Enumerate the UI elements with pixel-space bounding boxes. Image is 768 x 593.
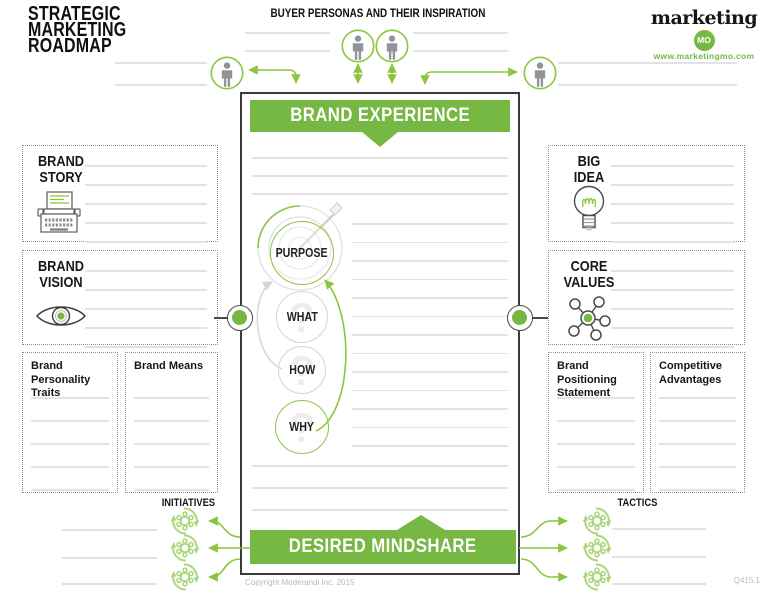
- left-connector-node: [227, 305, 253, 331]
- writing-line: [558, 62, 737, 64]
- writing-lines: [23, 146, 217, 243]
- buyer-persona-icon: [523, 56, 557, 90]
- writing-lines: [242, 94, 518, 573]
- writing-lines: [549, 353, 643, 492]
- page-title-line: MARKETING: [28, 19, 127, 41]
- competitive-advantages-box: Competitive Advantages: [650, 352, 745, 493]
- gear-icon: [581, 563, 613, 591]
- writing-line: [558, 84, 737, 86]
- writing-line: [245, 32, 330, 34]
- brand-means-header: Brand Means: [134, 360, 204, 372]
- big-idea-title: BIG IDEA: [573, 153, 605, 186]
- eye-icon: [35, 306, 87, 326]
- brand-personality-traits-box: Brand Personality Traits: [22, 352, 118, 493]
- how-circle: ? HOW: [278, 346, 326, 394]
- buyer-persona-icon: [341, 29, 375, 63]
- connector-line: [214, 317, 229, 319]
- page-title-line: STRATEGIC: [28, 3, 121, 25]
- brand-vision-box: BRAND VISION: [22, 250, 218, 348]
- doc-code: Q415.1: [733, 576, 760, 585]
- tactics-label: TACTICS: [617, 497, 657, 509]
- writing-line: [115, 62, 207, 64]
- writing-lines: [23, 353, 117, 492]
- writing-lines: [23, 251, 217, 348]
- banner-tail-down: [362, 132, 398, 147]
- writing-line: [413, 32, 508, 34]
- brand-positioning-statement-box: Brand Positioning Statement: [548, 352, 644, 493]
- brand-vision-title: BRAND VISION: [37, 258, 85, 291]
- logo-mo-badge: MO: [693, 30, 715, 51]
- writing-lines: [651, 353, 744, 492]
- brand-experience-banner: BRAND EXPERIENCE: [250, 100, 510, 132]
- marketingmo-logo: marketingMO www.marketingmo.com: [644, 7, 764, 62]
- desired-mindshare-banner: DESIRED MINDSHARE: [250, 530, 516, 564]
- brand-means-box: Brand Means: [125, 352, 218, 493]
- core-values-box: CORE VALUES: [548, 250, 745, 348]
- banner-tail-up: [397, 515, 445, 530]
- writing-line: [612, 556, 706, 558]
- brand-story-box: BRAND STORY: [22, 145, 218, 243]
- connector-line: [531, 317, 548, 319]
- brand-personality-traits-header: Brand Personality Traits: [31, 360, 91, 399]
- buyer-persona-icon: [210, 56, 244, 90]
- writing-lines: [549, 251, 744, 348]
- big-idea-box: BIG IDEA: [548, 145, 745, 243]
- logo-wordmark: marketing: [650, 7, 758, 29]
- what-circle: ? WHAT: [276, 291, 328, 343]
- purpose-circle: PURPOSE: [270, 221, 334, 285]
- gear-icon: [169, 563, 201, 591]
- question-icon: ?: [289, 294, 315, 341]
- page-title-line: ROADMAP: [28, 35, 112, 57]
- personas-heading: BUYER PERSONAS AND THEIR INSPIRATION: [270, 8, 486, 20]
- writing-line: [62, 557, 157, 559]
- copyright-text: Copyright Moderandi Inc. 2015: [245, 578, 355, 587]
- core-values-title: CORE VALUES: [563, 258, 615, 291]
- logo-url: www.marketingmo.com: [653, 51, 755, 61]
- buyer-persona-icon: [375, 29, 409, 63]
- question-icon: ?: [289, 347, 315, 394]
- writing-lines: [242, 94, 518, 573]
- brand-story-title: BRAND STORY: [37, 153, 85, 186]
- writing-lines: [549, 146, 744, 243]
- writing-line: [612, 528, 706, 530]
- writing-lines: [242, 94, 518, 573]
- connector-dot: [512, 310, 527, 325]
- lightbulb-icon: [573, 185, 605, 231]
- competitive-advantages-header: Competitive Advantages: [659, 360, 722, 386]
- initiatives-label: INITIATIVES: [161, 497, 215, 509]
- page-title: STRATEGIC MARKETING ROADMAP: [28, 3, 127, 57]
- brand-experience-panel: BRAND EXPERIENCE PURPOSE ? WHAT ? HOW ?: [240, 92, 520, 575]
- writing-line: [62, 529, 157, 531]
- molecule-icon: [568, 296, 611, 341]
- writing-line: [62, 583, 157, 585]
- brand-positioning-statement-header: Brand Positioning Statement: [557, 360, 617, 399]
- writing-line: [612, 583, 706, 585]
- writing-line: [115, 84, 207, 86]
- typewriter-icon: [37, 191, 81, 233]
- why-circle: ? WHY: [275, 400, 329, 454]
- writing-lines: [126, 353, 217, 492]
- right-connector-node: [507, 305, 533, 331]
- writing-line: [245, 50, 330, 52]
- question-icon: ?: [289, 404, 315, 451]
- writing-line: [413, 50, 508, 52]
- connector-dot: [232, 310, 247, 325]
